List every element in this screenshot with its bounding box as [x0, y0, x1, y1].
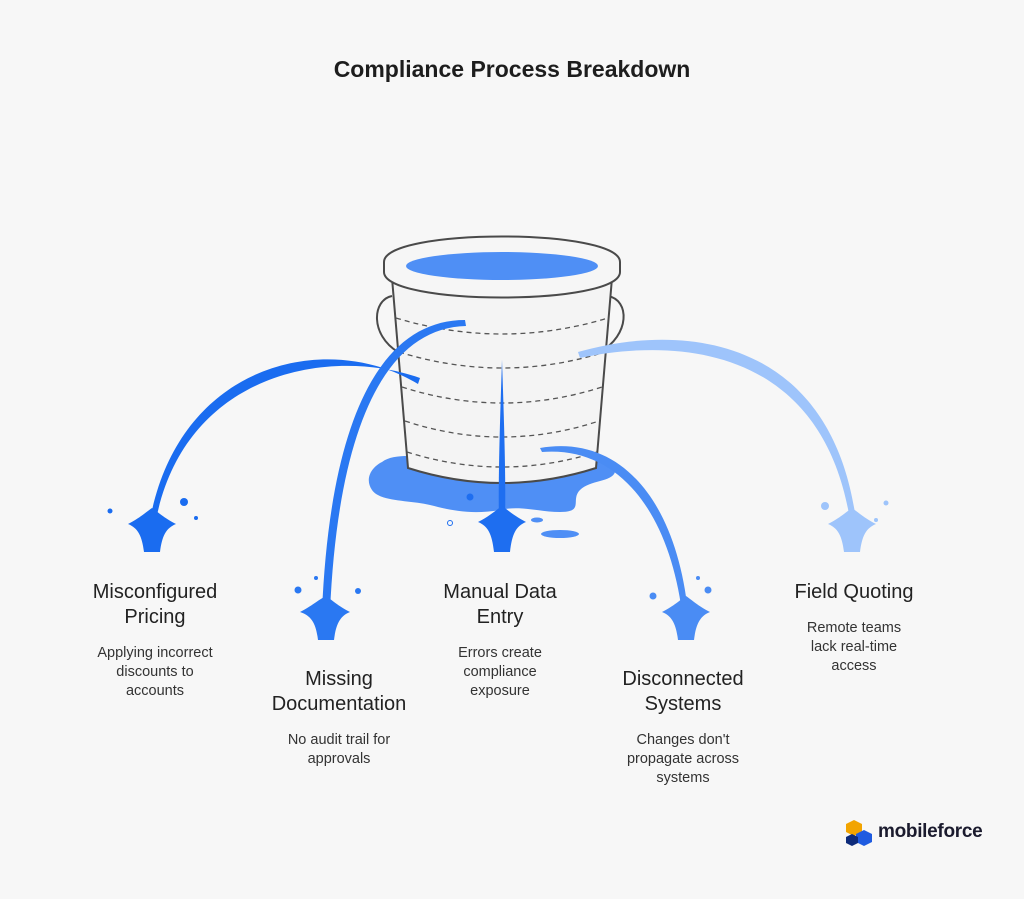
item-description: No audit trail for approvals [287, 732, 391, 767]
item-disconnected-systems: Disconnected Systems Changes don't propa… [573, 667, 793, 788]
stream-manual-data-entry [498, 360, 506, 522]
item-title: Field Quoting [794, 581, 914, 603]
bucket-handle-left [376, 295, 399, 353]
brand-logo: mobileforce [842, 818, 983, 846]
splash-missing-documentation [294, 576, 361, 640]
item-description: Changes don't propagate across systems [626, 732, 740, 786]
item-misconfigured-pricing: Misconfigured Pricing Applying incorrect… [45, 580, 265, 701]
brand-name: mobileforce [878, 821, 983, 842]
item-manual-data-entry: Manual Data Entry Errors create complian… [390, 580, 610, 701]
stream-field-quoting [578, 339, 856, 520]
item-field-quoting: Field Quoting Remote teams lack real-tim… [744, 580, 964, 676]
bucket-water-surface [406, 252, 598, 280]
item-title: Misconfigured Pricing [92, 581, 218, 628]
splash-misconfigured-pricing [107, 498, 198, 552]
logo-spacer [842, 818, 872, 846]
item-description: Errors create compliance exposure [458, 645, 542, 699]
item-title: Manual Data Entry [443, 581, 557, 628]
splash-manual-data-entry [447, 493, 526, 552]
item-description: Remote teams lack real-time access [806, 620, 902, 674]
item-title: Disconnected Systems [622, 668, 744, 715]
page-title: Compliance Process Breakdown [333, 56, 691, 82]
item-missing-documentation: Missing Documentation No audit trail for… [229, 667, 449, 769]
item-description: Applying incorrect discounts to accounts [97, 645, 213, 699]
hexagon-logo-icon [846, 820, 872, 846]
water-drop [531, 517, 543, 523]
splash-field-quoting [821, 500, 889, 552]
water-drop [541, 530, 579, 538]
splash-disconnected-systems [649, 576, 712, 640]
stream-misconfigured-pricing [150, 359, 420, 520]
item-title: Missing Documentation [271, 668, 407, 715]
